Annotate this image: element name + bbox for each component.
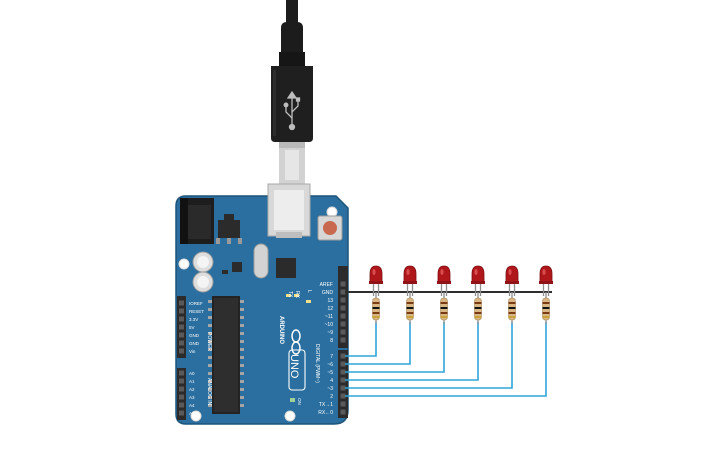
- arduino-uno-board: TX RX L ON ARDUINO UNO POWER IOREF RESET 3…: [175, 183, 349, 425]
- analog-pin-hole[interactable]: [179, 386, 184, 392]
- analog-pin-hole[interactable]: [179, 410, 184, 416]
- power-pin-hole[interactable]: [179, 324, 184, 330]
- power-pin-label: GND: [189, 333, 200, 338]
- power-pin-label: GND: [189, 341, 200, 346]
- red-led[interactable]: [437, 265, 451, 283]
- usb-cable: [271, 0, 313, 142]
- red-led[interactable]: [403, 265, 417, 283]
- digital-pin-label: 4: [330, 378, 333, 384]
- digital-pin-label: 13: [327, 298, 333, 304]
- analog-pin-hole[interactable]: [179, 378, 184, 384]
- digital-pin-label: ~10: [325, 322, 334, 328]
- power-pin-label: 3.3V: [189, 317, 198, 322]
- digital-pin-hole[interactable]: [340, 377, 346, 383]
- digital-pin-label: 7: [330, 354, 333, 360]
- power-pin-hole[interactable]: [179, 340, 184, 346]
- digital-pin-label: ~11: [325, 314, 333, 320]
- digital-pin-label: 12: [327, 306, 333, 312]
- digital-pin-hole[interactable]: [340, 289, 346, 295]
- digital-header-bottom[interactable]: [338, 350, 348, 418]
- power-pin-hole[interactable]: [179, 348, 184, 354]
- signal-wire[interactable]: [345, 322, 377, 357]
- signal-wire[interactable]: [345, 322, 513, 389]
- analog-pin-label: A5: [189, 411, 195, 416]
- digital-pin-hole[interactable]: [340, 313, 346, 319]
- power-pin-label: 5V: [189, 325, 195, 330]
- rx-label: RX: [294, 291, 300, 299]
- analog-header[interactable]: [177, 368, 186, 420]
- digital-pin-label: GND: [322, 290, 334, 296]
- svg-text:UNO: UNO: [288, 354, 300, 379]
- red-led[interactable]: [539, 265, 553, 283]
- power-pin-label: RESET: [189, 309, 204, 314]
- analog-header-title: ANALOG IN: [206, 378, 212, 406]
- digital-pin-label: AREF: [320, 282, 333, 288]
- digital-pin-hole[interactable]: [340, 393, 346, 399]
- led-resistor-pair[interactable]: [437, 265, 451, 324]
- digital-pin-hole[interactable]: [340, 361, 346, 367]
- digital-pin-label: ~6: [327, 362, 333, 368]
- analog-pin-hole[interactable]: [179, 394, 184, 400]
- red-led[interactable]: [505, 265, 519, 283]
- digital-pin-hole[interactable]: [340, 297, 346, 303]
- power-pin-hole[interactable]: [179, 300, 184, 306]
- digital-pin-hole[interactable]: [340, 321, 346, 327]
- analog-pin-label: A3: [189, 395, 195, 400]
- analog-pin-label: A1: [189, 379, 195, 384]
- digital-pin-label: ~5: [327, 370, 333, 376]
- power-header-title: POWER: [206, 332, 212, 351]
- capacitor: [192, 251, 214, 293]
- digital-pin-hole[interactable]: [340, 281, 346, 287]
- red-led[interactable]: [369, 265, 383, 283]
- digital-pin-hole[interactable]: [340, 353, 346, 359]
- led-resistor-pair[interactable]: [539, 265, 553, 324]
- signal-wire[interactable]: [345, 322, 445, 373]
- digital-pin-label: ~9: [327, 330, 333, 336]
- signal-wire[interactable]: [345, 322, 479, 381]
- brand-label: ARDUINO: [278, 316, 284, 344]
- usb-icon: [283, 90, 301, 131]
- led-resistor-pair[interactable]: [369, 265, 383, 324]
- power-pin-hole[interactable]: [179, 308, 184, 314]
- analog-pin-hole[interactable]: [179, 370, 184, 376]
- digital-pin-hole[interactable]: [340, 305, 346, 311]
- red-led[interactable]: [471, 265, 485, 283]
- power-pin-label: Vin: [189, 349, 196, 354]
- led-resistor-pair[interactable]: [403, 265, 417, 324]
- signal-wire[interactable]: [345, 322, 411, 365]
- digital-header-title: DIGITAL (PWM~): [314, 344, 320, 383]
- atmega-chip: [212, 296, 240, 414]
- digital-pin-hole[interactable]: [340, 409, 346, 415]
- arduino-infinity-logo: [291, 329, 301, 355]
- digital-pin-label: ~3: [327, 386, 333, 392]
- analog-pin-label: A4: [189, 403, 195, 408]
- signal-wires: [345, 322, 547, 397]
- usb-plug-metal: [279, 142, 305, 184]
- l-label: L: [306, 290, 312, 293]
- digital-pin-hole[interactable]: [340, 385, 346, 391]
- tx-label: TX: [287, 291, 293, 298]
- led-resistor-pair[interactable]: [471, 265, 485, 324]
- analog-pin-label: A0: [189, 371, 195, 376]
- led-array: [369, 265, 553, 324]
- analog-pin-hole[interactable]: [179, 402, 184, 408]
- uno-logo: UNO: [288, 349, 306, 391]
- digital-pin-label: TX→1: [319, 402, 333, 408]
- led-resistor-pair[interactable]: [505, 265, 519, 324]
- digital-pin-label: RX←0: [318, 410, 333, 416]
- power-pin-hole[interactable]: [179, 332, 184, 338]
- digital-pin-hole[interactable]: [340, 337, 346, 343]
- reset-button[interactable]: [317, 215, 343, 241]
- digital-pin-label: 8: [330, 338, 333, 344]
- power-pin-label: IOREF: [189, 301, 203, 306]
- digital-pin-label: 2: [330, 394, 333, 400]
- digital-pin-hole[interactable]: [340, 401, 346, 407]
- digital-pin-hole[interactable]: [340, 329, 346, 335]
- power-pin-hole[interactable]: [179, 316, 184, 322]
- analog-pin-label: A2: [189, 387, 195, 392]
- digital-pin-hole[interactable]: [340, 369, 346, 375]
- signal-wire[interactable]: [345, 322, 547, 397]
- on-label: ON: [297, 398, 302, 405]
